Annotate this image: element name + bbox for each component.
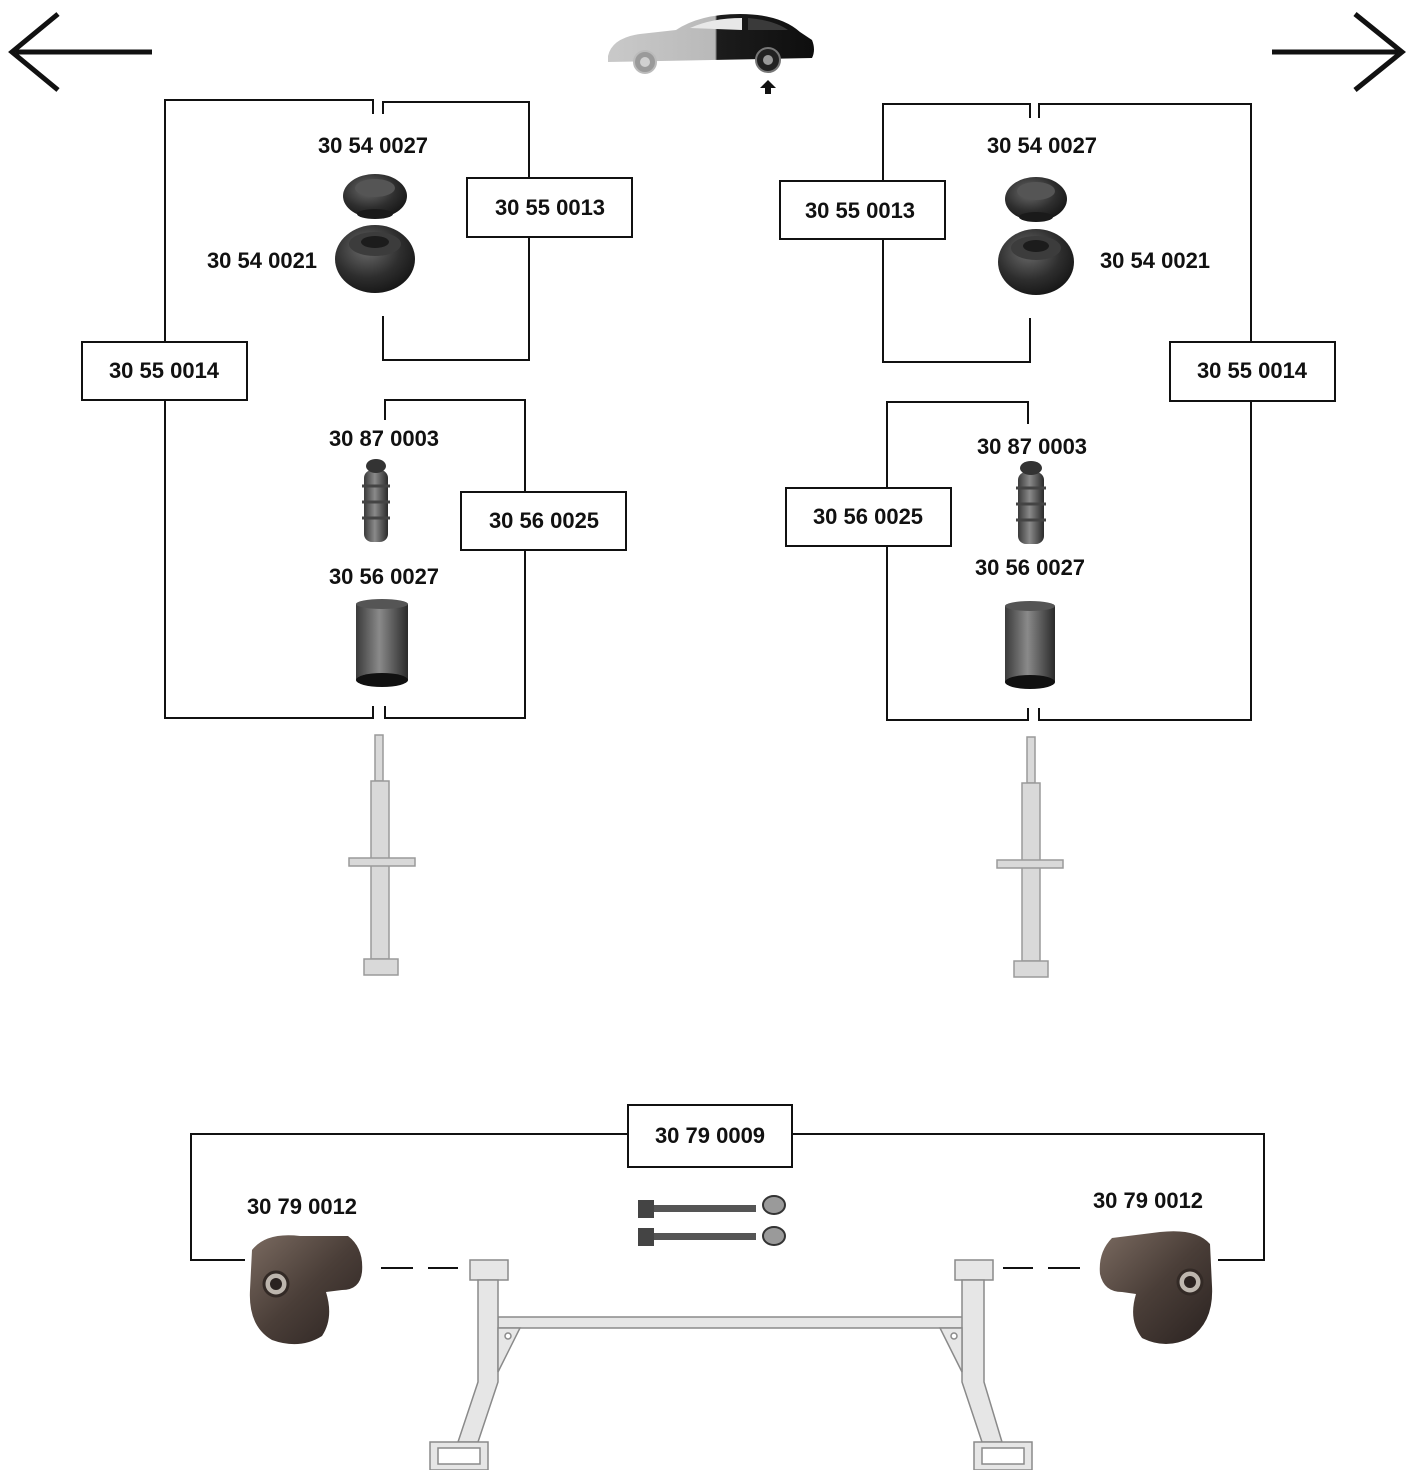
part-number-bump-stop: 30 87 0003: [329, 426, 439, 451]
part-number-top-mount-small: 30 54 0027: [987, 133, 1097, 158]
axle-bushing-right-image[interactable]: [1100, 1231, 1212, 1344]
part-number-bushing-right: 30 79 0012: [1093, 1188, 1203, 1213]
part-number-bushing-left: 30 79 0012: [247, 1194, 357, 1219]
part-number-top-mount-small: 30 54 0027: [318, 133, 428, 158]
car-rear-axle-icon: [608, 14, 814, 94]
kit-box-upper-left[interactable]: 30 55 0013: [467, 178, 632, 237]
arrow-left-icon[interactable]: [12, 14, 152, 90]
part-number-top-mount-large: 30 54 0021: [207, 248, 317, 273]
dust-boot-image[interactable]: [1005, 601, 1055, 689]
axle-frame-image: [430, 1260, 1032, 1470]
kit-label: 30 56 0025: [813, 504, 923, 529]
bump-stop-image[interactable]: [1016, 461, 1046, 544]
bump-stop-image[interactable]: [362, 459, 390, 542]
kit-label: 30 55 0013: [805, 198, 915, 223]
kit-box-outer-left[interactable]: 30 55 0014: [82, 342, 247, 400]
part-number-top-mount-large: 30 54 0021: [1100, 248, 1210, 273]
kit-label: 30 55 0014: [1197, 358, 1308, 383]
top-mount-large-image[interactable]: [335, 225, 415, 293]
right-strut-group: 30 55 0014 30 55 0013 30 56 0025 30 54 0…: [780, 104, 1335, 977]
kit-box-lower-left[interactable]: 30 56 0025: [461, 492, 626, 550]
kit-label: 30 56 0025: [489, 508, 599, 533]
kit-label: 30 55 0014: [109, 358, 220, 383]
kit-label: 30 55 0013: [495, 195, 605, 220]
kit-box-outer-right[interactable]: 30 55 0014: [1170, 342, 1335, 401]
kit-label: 30 79 0009: [655, 1123, 765, 1148]
top-mount-small-image[interactable]: [343, 174, 407, 219]
axle-group: 30 79 0009 30 79 0012 30 79 0012: [191, 1105, 1264, 1470]
bolt-kit-image[interactable]: [638, 1196, 785, 1246]
kit-box-axle[interactable]: 30 79 0009: [628, 1105, 792, 1167]
arrow-right-icon[interactable]: [1272, 14, 1402, 90]
kit-box-lower-right[interactable]: 30 56 0025: [786, 488, 951, 546]
top-mount-large-image[interactable]: [998, 229, 1074, 295]
part-number-dust-boot: 30 56 0027: [329, 564, 439, 589]
left-strut-group: 30 55 0014 30 55 0013 30 56 0025 30 54 0…: [82, 100, 632, 975]
top-mount-small-image[interactable]: [1005, 177, 1067, 222]
axle-bushing-left-image[interactable]: [250, 1235, 362, 1344]
kit-box-upper-right[interactable]: 30 55 0013: [780, 181, 945, 239]
shock-absorber-image: [349, 735, 415, 975]
dust-boot-image[interactable]: [356, 599, 408, 687]
part-number-dust-boot: 30 56 0027: [975, 555, 1085, 580]
part-number-bump-stop: 30 87 0003: [977, 434, 1087, 459]
shock-absorber-image: [997, 737, 1063, 977]
